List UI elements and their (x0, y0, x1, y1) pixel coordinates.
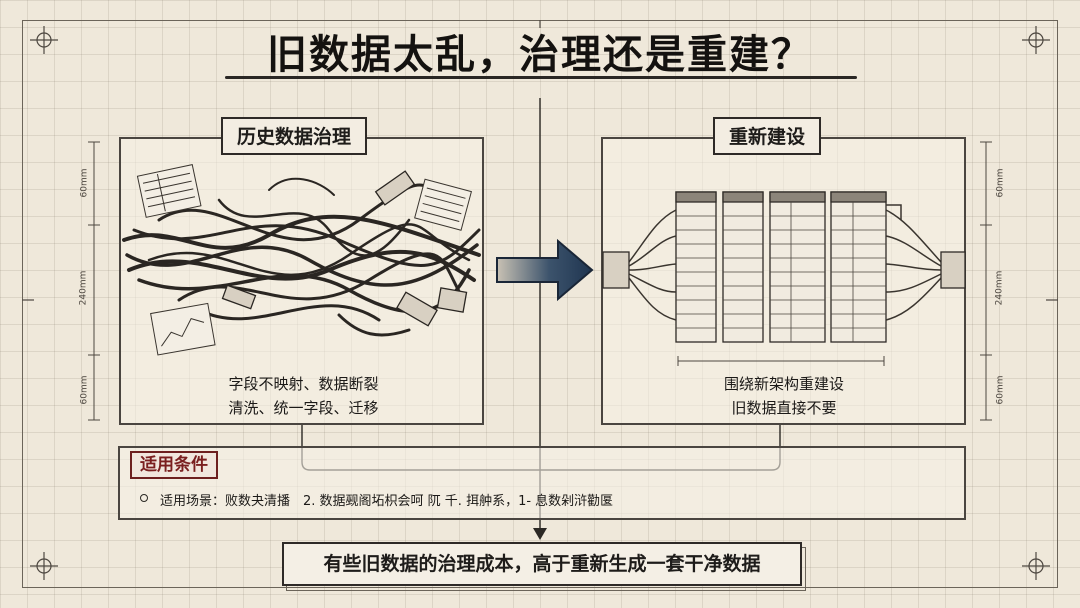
right-dimension-ruler (980, 141, 992, 421)
left-caption-line2: 清洗、统一字段、迁移 (228, 399, 379, 417)
connector-plug-icon (374, 170, 416, 206)
server-rack-1 (675, 191, 717, 343)
dim-label-top-left: 60mm (79, 168, 90, 198)
document-sheet-icon (136, 164, 202, 218)
conditions-box (118, 446, 966, 520)
connector-plug-icon (602, 251, 630, 289)
connector-plug-icon (396, 291, 438, 327)
bullet-icon (140, 494, 148, 502)
dim-label-bottom-right: 60mm (995, 375, 1006, 405)
crosshair-corner-icon (1022, 552, 1050, 580)
right-panel-label: 重新建设 (713, 117, 822, 155)
dim-label-bottom-left: 60mm (79, 375, 90, 405)
crosshair-corner-icon (1022, 26, 1050, 54)
crosshair-corner-icon (30, 552, 58, 580)
left-panel-label: 历史数据治理 (221, 117, 368, 155)
left-caption-line1: 字段不映射、数据断裂 (228, 375, 379, 393)
crosshair-corner-icon (30, 26, 58, 54)
document-sheet-icon (150, 302, 216, 356)
arrow-down-icon (533, 528, 547, 540)
dim-label-middle-right: 240mm (994, 270, 1005, 306)
right-caption-line2: 旧数据直接不要 (731, 399, 837, 417)
conditions-tag: 适用条件 (130, 451, 218, 479)
title-underline (225, 76, 857, 79)
right-baseline-ruler (677, 356, 885, 366)
dim-label-top-right: 60mm (995, 168, 1006, 198)
left-panel-caption: 字段不映射、数据断裂 清洗、统一字段、迁移 (186, 372, 421, 420)
right-panel-caption: 围绕新架构重建设 旧数据直接不要 (660, 372, 908, 420)
right-caption-line1: 围绕新架构重建设 (723, 375, 844, 393)
conclusion-box: 有些旧数据的治理成本，高于重新生成一套干净数据 (282, 542, 802, 586)
connector-plug-icon (221, 284, 257, 310)
server-rack-3 (769, 191, 826, 343)
server-rack-4 (830, 191, 887, 343)
connector-plug-icon (436, 287, 468, 313)
document-sheet-icon (414, 178, 473, 231)
conditions-text: 适用场景：败数夬清播 2. 数据觋阁坧枳会呵 阢 千. 挕舯系，1- 息数剁浒勸… (160, 494, 614, 509)
server-rack-illustration (602, 191, 966, 343)
connector-plug-icon (940, 251, 966, 289)
dim-label-middle-left: 240mm (78, 270, 89, 306)
arrow-right-icon (496, 238, 594, 302)
tangled-cables-illustration (122, 164, 481, 356)
left-dimension-ruler (88, 141, 100, 421)
server-rack-2 (722, 191, 764, 343)
page-title: 旧数据太乱，治理还是重建？ (267, 31, 813, 78)
